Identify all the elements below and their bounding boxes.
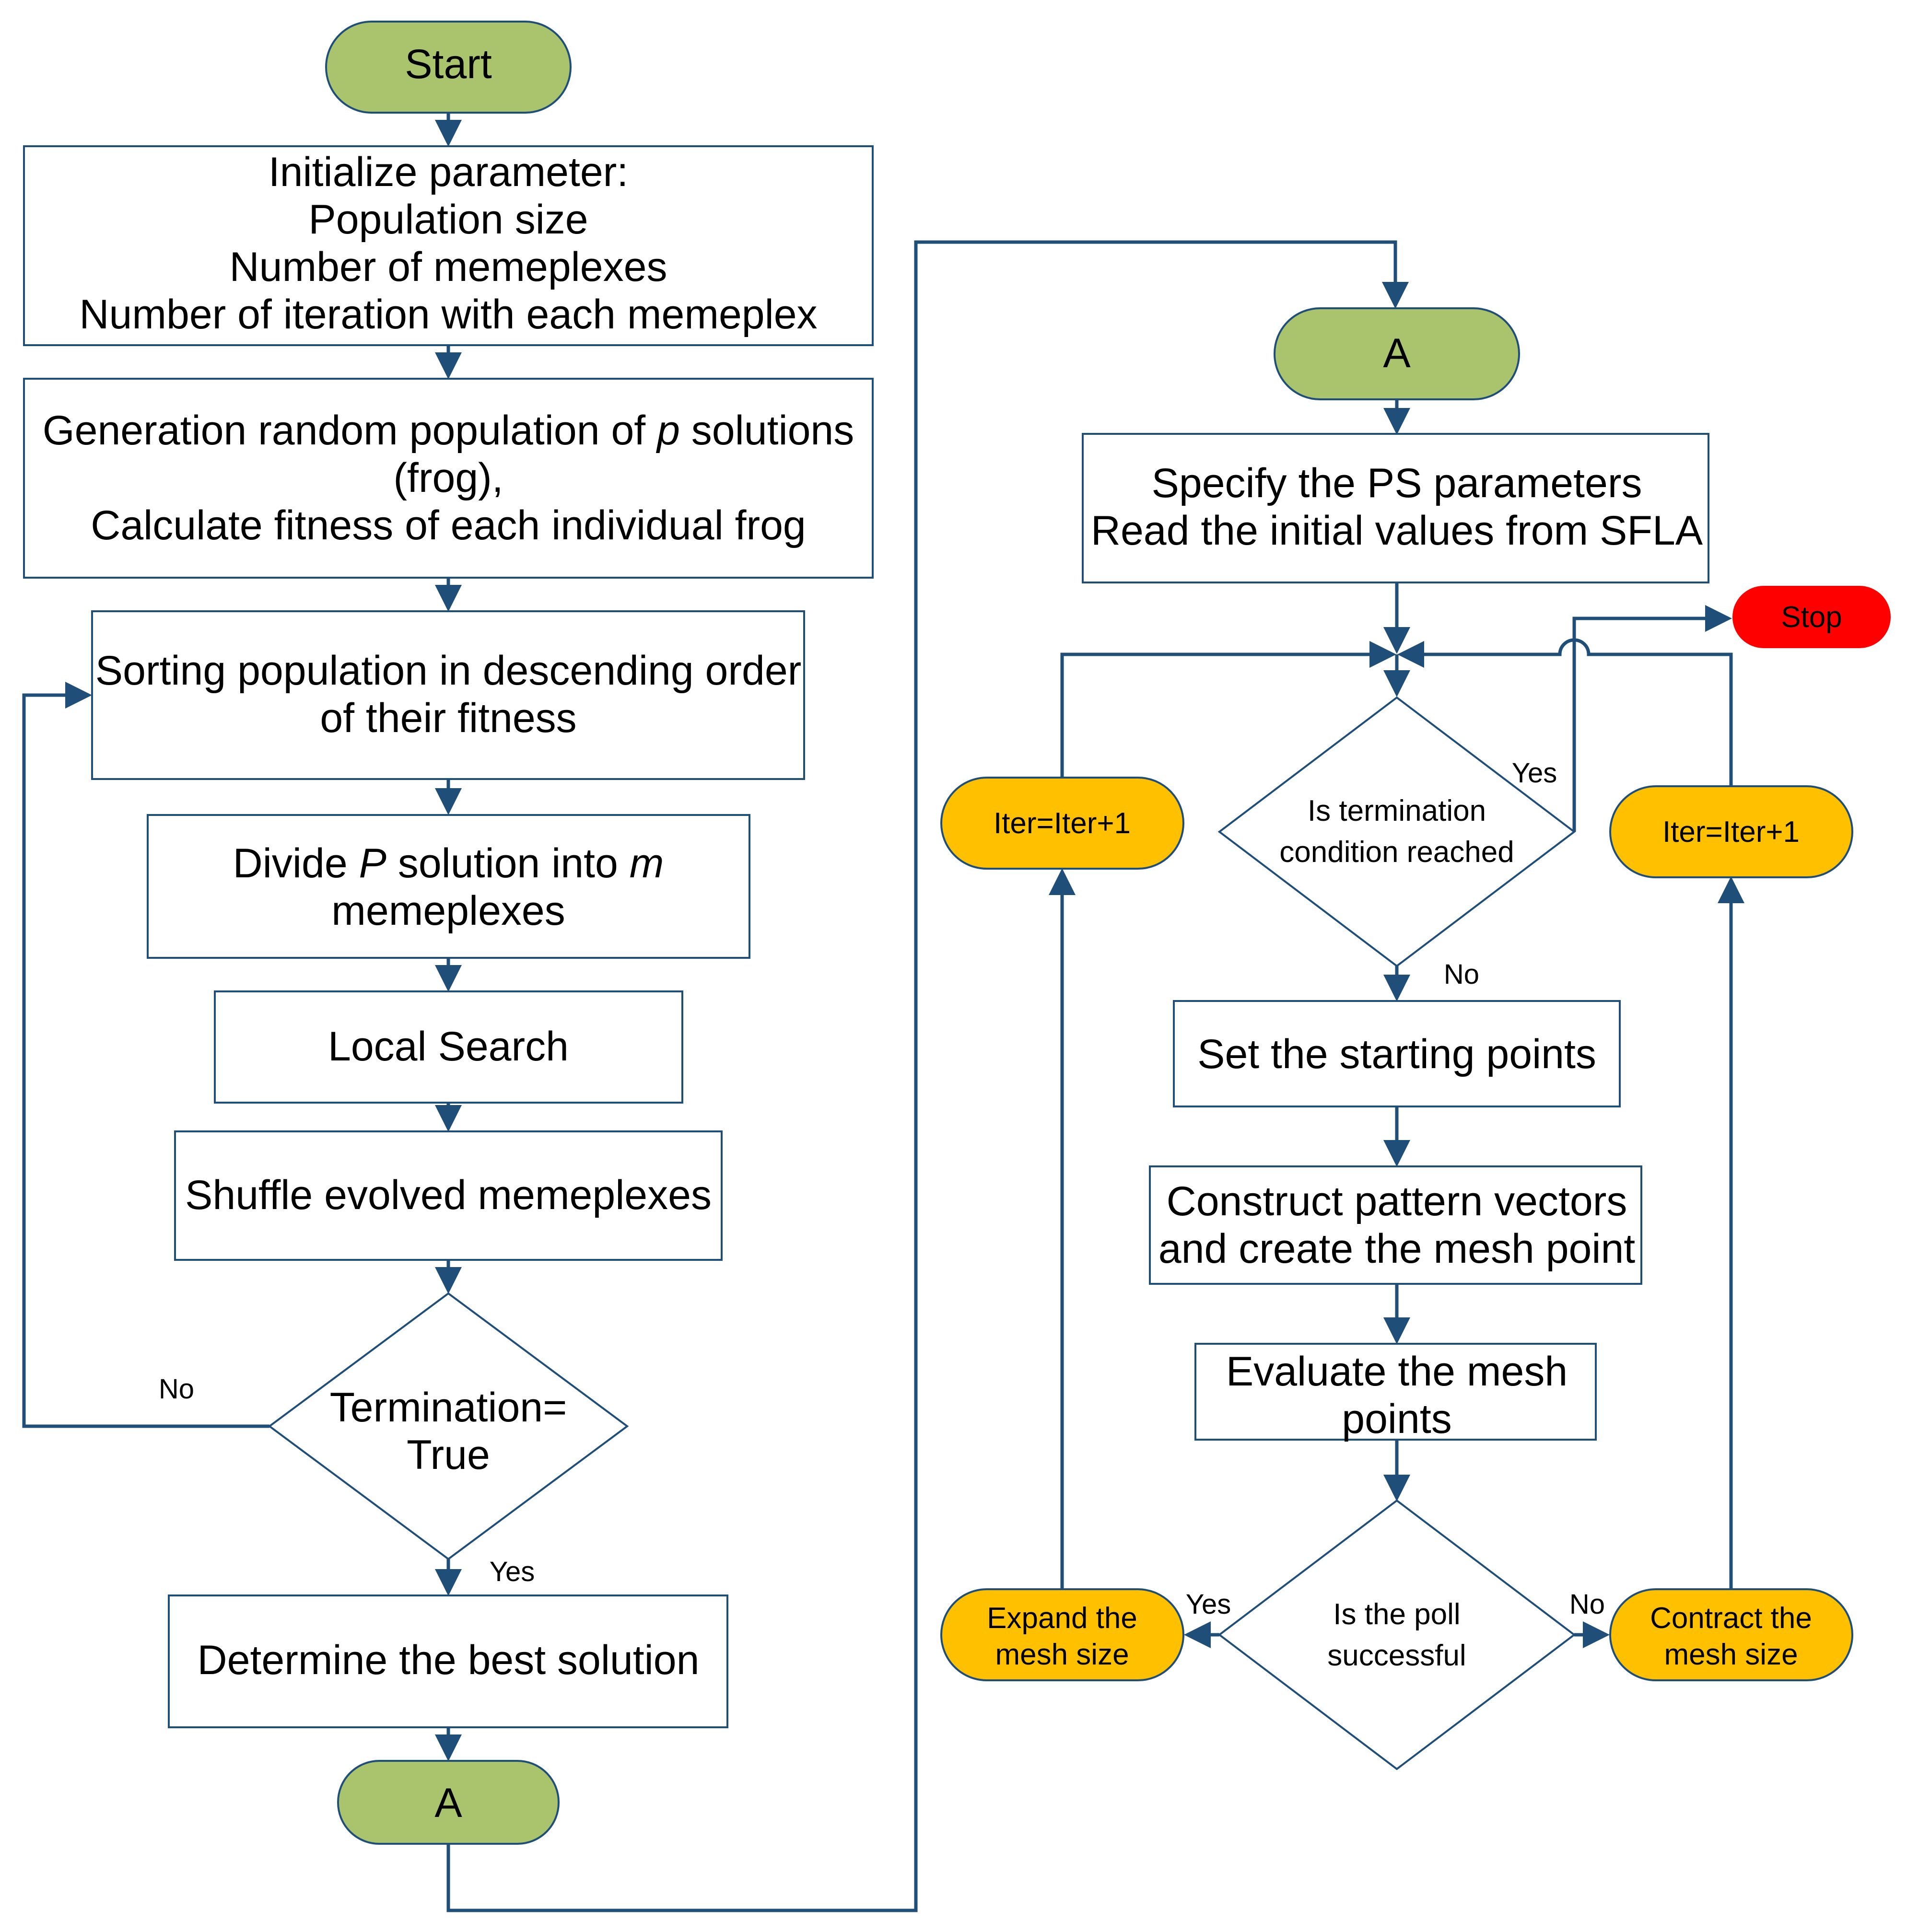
sort-line-2: of their fitness [320,695,576,741]
divide-box [147,814,750,959]
construct-box [1149,1165,1642,1285]
local-search-label: Local Search [328,1024,569,1070]
specify-line-2: Read the initial values from SFLA [1091,508,1703,554]
generate-line-2: (frog), [393,455,503,501]
edge-termination-stop [1572,605,1732,832]
start-label: Start [405,41,492,87]
specify-box [1082,433,1709,583]
specify-line-1: Specify the PS parameters [1152,460,1642,506]
edge-termination-no-loop [22,682,269,1428]
construct-line-2: and create the mesh point [1158,1226,1636,1272]
poll-yes-label: Yes [1186,1589,1231,1620]
set-start-label: Set the starting points [1197,1031,1596,1077]
construct-line-1: Construct pattern vectors [1167,1178,1627,1224]
stop-terminal [1732,586,1891,648]
stop-label: Stop [1781,601,1842,634]
left-connector-a-label: A [434,1780,462,1826]
is-termination-line-1: Is termination [1308,794,1486,827]
termination-line-1: Termination= [330,1385,567,1431]
poll-line-1b: successful [1327,1639,1466,1672]
termination-line-2: True [407,1432,490,1478]
iter-right-label: Iter=Iter+1 [1662,815,1800,849]
poll-decision [1217,1499,1576,1770]
generate-box [23,378,874,579]
local-search-box [214,990,683,1104]
termination-yes-label: Yes [490,1556,535,1587]
init-line-4: Number of iteration with each memeplex [79,291,817,338]
left-column: Start Initialize parameter: Population s… [22,21,874,1845]
right-connector-a-label: A [1383,330,1411,376]
init-line-3: Number of memeplexes [230,244,667,290]
divide-line-2: memeplexes [331,888,565,934]
divide-line-1: Divide P solution into m [233,840,664,886]
poll-line-1: Is the poll [1333,1598,1460,1631]
poll-no-label: No [1569,1589,1605,1620]
is-termination-decision [1217,696,1576,967]
edge-a-to-a [446,240,1409,1912]
expand-line-2: mesh size [995,1638,1129,1671]
best-solution-label: Determine the best solution [198,1637,700,1683]
best-solution-box [168,1594,728,1728]
is-termination-line-2: condition reached [1279,836,1514,869]
is-termination-no-label: No [1444,959,1479,990]
sort-box [91,610,805,780]
contract-line-1: Contract the [1650,1602,1812,1635]
init-line-1: Initialize parameter: [269,149,628,195]
right-column: A Specify the PS parameters Read the ini… [940,307,1891,1770]
evaluate-line-1: Evaluate the mesh [1226,1349,1568,1395]
shuffle-label: Shuffle evolved memeplexes [185,1172,712,1218]
sort-line-1: Sorting population in descending order [95,648,802,694]
init-line-2: Population size [308,197,588,243]
edge-iterleft-junction [1060,641,1396,778]
iter-left-label: Iter=Iter+1 [994,807,1131,840]
termination-no-label: No [159,1373,194,1405]
is-termination-yes-label: Yes [1512,757,1557,789]
init-box [23,145,874,346]
generate-line-1: Generation random population of p soluti… [43,407,854,454]
generate-line-3: Calculate fitness of each individual fro… [91,502,806,548]
evaluate-line-2: points [1342,1396,1452,1442]
set-start-box [1173,1000,1621,1107]
contract-line-2: mesh size [1664,1638,1798,1671]
edge-iterright-junction [1397,638,1733,786]
expand-line-1: Expand the [987,1602,1137,1635]
